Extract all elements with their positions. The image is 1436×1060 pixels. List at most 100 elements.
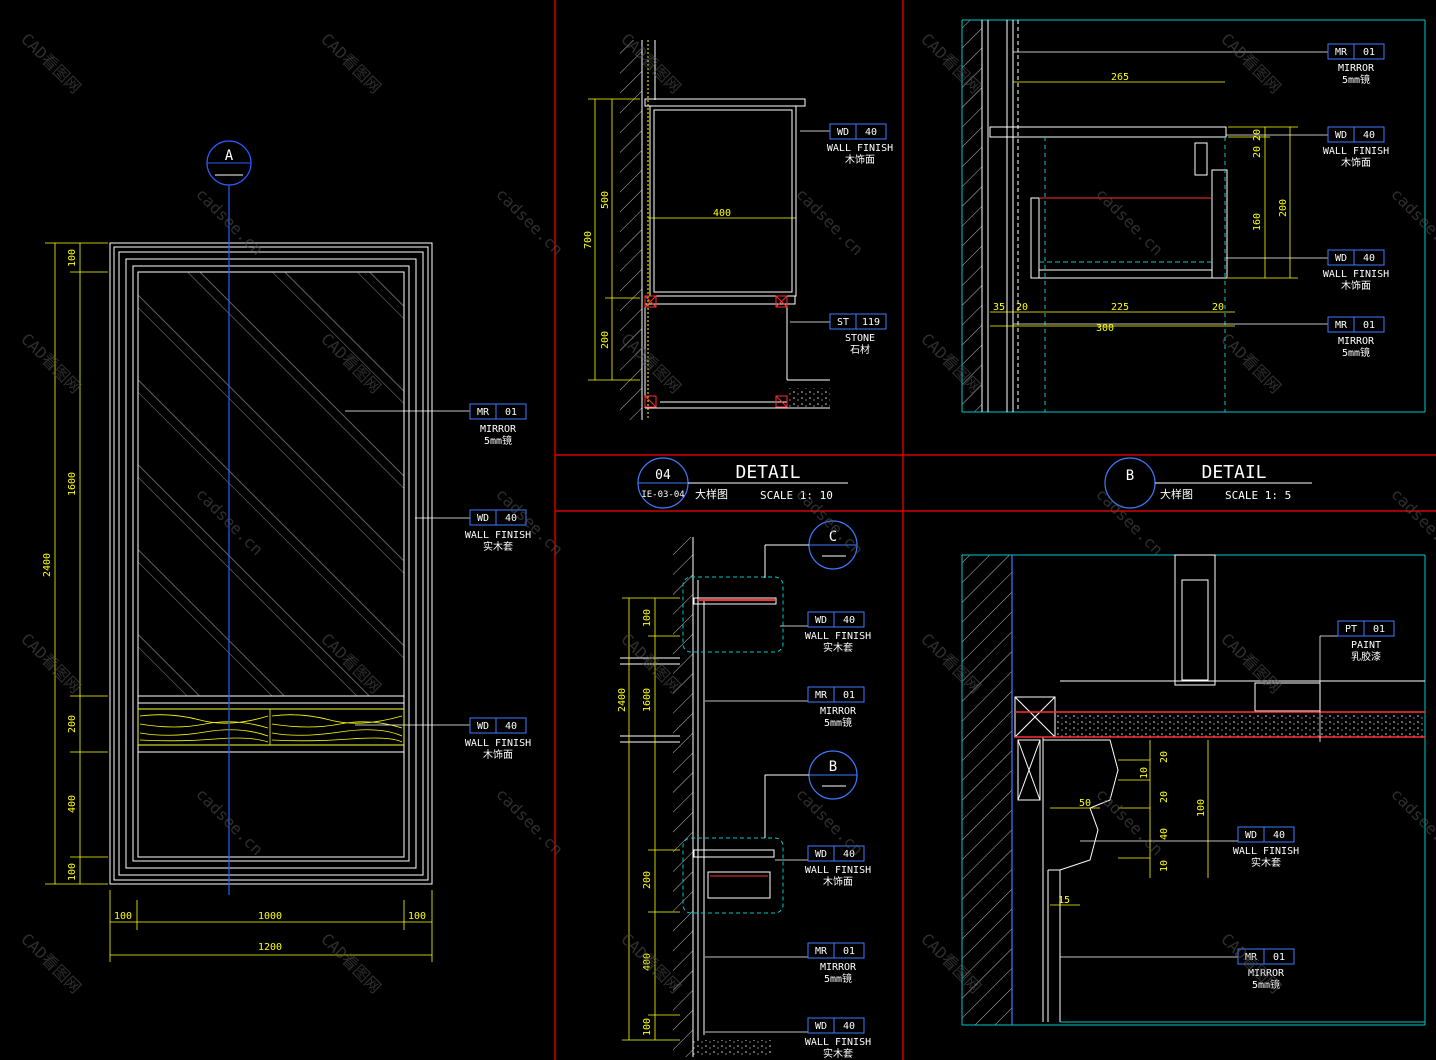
svg-text:木饰面: 木饰面 [845, 153, 875, 166]
svg-text:5mm镜: 5mm镜 [1342, 346, 1370, 359]
tag-tr-mr01-b: MR 01 MIRROR 5mm镜 [1327, 316, 1385, 359]
svg-text:5mm镜: 5mm镜 [824, 972, 852, 985]
svg-text:WALL FINISH: WALL FINISH [1323, 146, 1389, 157]
dim-v-total: 2400 [42, 553, 53, 577]
svg-text:WALL FINISH: WALL FINISH [805, 865, 871, 876]
svg-text:WD: WD [1245, 830, 1257, 841]
svg-text:01: 01 [1273, 952, 1285, 963]
svg-text:5mm镜: 5mm镜 [1342, 73, 1370, 86]
detail-top-right-drawing: 265 20 20 160 200 35 20 225 20 300 [961, 19, 1426, 413]
svg-text:木饰面: 木饰面 [1341, 279, 1371, 292]
tag-elev-mr01: MR 01 MIRROR 5mm镜 [469, 403, 527, 447]
svg-text:5mm镜: 5mm镜 [824, 716, 852, 729]
svg-text:04: 04 [655, 468, 671, 483]
svg-text:大样图: 大样图 [1160, 487, 1193, 501]
detail-04-drawing: 500 200 700 400 [583, 40, 830, 420]
svg-text:CAD看图网: CAD看图网 [17, 629, 85, 697]
dim-h-total: 1200 [258, 942, 282, 953]
svg-text:10: 10 [1159, 860, 1170, 872]
svg-text:木饰面: 木饰面 [1341, 156, 1371, 169]
svg-text:B: B [1126, 468, 1134, 484]
svg-text:MIRROR: MIRROR [820, 962, 857, 973]
svg-text:大样图: 大样图 [695, 487, 728, 501]
svg-text:CAD看图网: CAD看图网 [1217, 29, 1285, 97]
svg-text:IE-03-04: IE-03-04 [641, 490, 684, 500]
svg-text:225: 225 [1111, 302, 1129, 313]
svg-text:WD: WD [815, 615, 827, 626]
svg-text:MR: MR [1335, 47, 1348, 58]
svg-text:cadsee.cn: cadsee.cn [492, 184, 567, 259]
svg-text:160: 160 [1252, 213, 1263, 231]
svg-text:400: 400 [642, 953, 653, 971]
dim-h-2: 1000 [258, 911, 282, 922]
svg-text:WALL FINISH: WALL FINISH [465, 530, 531, 541]
svg-text:cadsee.cn: cadsee.cn [1387, 784, 1436, 859]
svg-text:5mm镜: 5mm镜 [484, 434, 512, 447]
dim-h-1: 100 [114, 911, 132, 922]
detail-b-title: B DETAIL 大样图 SCALE 1: 5 [1104, 457, 1312, 509]
svg-text:MR: MR [815, 690, 828, 701]
svg-text:石材: 石材 [850, 343, 870, 356]
svg-text:MIRROR: MIRROR [1338, 336, 1375, 347]
svg-text:40: 40 [505, 721, 517, 732]
svg-text:01: 01 [843, 690, 855, 701]
svg-text:WD: WD [1335, 130, 1347, 141]
svg-text:200: 200 [1278, 199, 1289, 217]
dim-v-1: 100 [67, 249, 78, 267]
svg-text:cadsee.cn: cadsee.cn [792, 784, 867, 859]
tag-tr-mr01-a: MR 01 MIRROR 5mm镜 [1327, 43, 1385, 86]
svg-text:MR: MR [477, 407, 490, 418]
svg-text:20: 20 [1016, 302, 1028, 313]
sheet-frame [554, 0, 1436, 1060]
svg-text:MR: MR [1335, 320, 1348, 331]
svg-text:ST: ST [837, 317, 849, 328]
tag-sm-wd40-a: WD 40 WALL FINISH 实木套 [805, 611, 871, 654]
svg-text:MR: MR [1245, 952, 1258, 963]
svg-text:cadsee.cn: cadsee.cn [1092, 784, 1167, 859]
svg-text:200: 200 [642, 871, 653, 889]
svg-text:WD: WD [815, 849, 827, 860]
svg-text:MR: MR [815, 946, 828, 957]
svg-text:WALL FINISH: WALL FINISH [1323, 269, 1389, 280]
tag-db-pt01: PT 01 PAINT 乳胶漆 [1337, 620, 1395, 663]
detail-b-drawing: 20 10 20 40 10 100 50 15 [961, 554, 1426, 1026]
svg-text:CAD看图网: CAD看图网 [1217, 629, 1285, 697]
svg-text:40: 40 [843, 1021, 855, 1032]
marker-c-label: C [829, 529, 837, 545]
svg-text:500: 500 [600, 191, 611, 209]
svg-text:40: 40 [843, 849, 855, 860]
svg-text:20: 20 [1159, 751, 1170, 763]
tag-sm-mr01-b: MR 01 MIRROR 5mm镜 [807, 942, 865, 985]
svg-text:SCALE 1: 10: SCALE 1: 10 [760, 489, 833, 502]
tag-sm-wd40-c: WD 40 WALL FINISH 实木套 [805, 1017, 871, 1060]
svg-text:01: 01 [505, 407, 517, 418]
svg-text:5mm镜: 5mm镜 [1252, 978, 1280, 991]
tag-sm-mr01-a: MR 01 MIRROR 5mm镜 [807, 686, 865, 729]
svg-text:40: 40 [865, 127, 877, 138]
svg-text:WD: WD [815, 1021, 827, 1032]
svg-text:STONE: STONE [845, 333, 875, 344]
svg-text:MIRROR: MIRROR [480, 424, 517, 435]
svg-text:木饰面: 木饰面 [483, 748, 513, 761]
svg-text:40: 40 [1273, 830, 1285, 841]
svg-text:WD: WD [1335, 253, 1347, 264]
svg-text:实木套: 实木套 [1251, 856, 1281, 869]
svg-text:WALL FINISH: WALL FINISH [805, 631, 871, 642]
tag-elev-wd40-a: WD 40 WALL FINISH 实木套 [465, 509, 531, 553]
svg-text:DETAIL: DETAIL [1201, 462, 1266, 483]
svg-text:40: 40 [1363, 130, 1375, 141]
section-marker-label: A [225, 148, 234, 164]
svg-text:01: 01 [1363, 320, 1375, 331]
svg-text:PAINT: PAINT [1351, 640, 1381, 651]
svg-text:MIRROR: MIRROR [820, 706, 857, 717]
svg-text:MIRROR: MIRROR [1338, 63, 1375, 74]
svg-text:cadsee.cn: cadsee.cn [1387, 484, 1436, 559]
dim-h-3: 100 [408, 911, 426, 922]
svg-text:WALL FINISH: WALL FINISH [1233, 846, 1299, 857]
svg-text:700: 700 [583, 231, 594, 249]
svg-text:100: 100 [642, 1018, 653, 1036]
svg-text:实木套: 实木套 [823, 641, 853, 654]
svg-text:MIRROR: MIRROR [1248, 968, 1285, 979]
wood-grain-band [137, 708, 405, 746]
